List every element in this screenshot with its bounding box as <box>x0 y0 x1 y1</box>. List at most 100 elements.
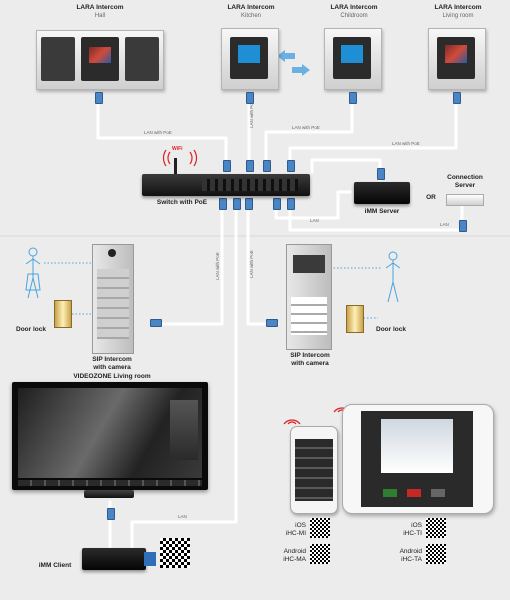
lara-hall-panel <box>36 30 164 90</box>
lara-childroom-panel <box>324 28 382 90</box>
videozone-title: VIDEOZONE Living room <box>73 373 151 380</box>
lan-plug <box>246 92 254 104</box>
tablet-android-app: iHC-TA <box>401 556 422 563</box>
lara-hall-room: Hall <box>94 13 106 19</box>
sip-right-label-line1: SIP Intercom <box>290 352 330 359</box>
tv-frame <box>12 382 208 490</box>
lara-kitchen-screen <box>238 45 260 63</box>
cable-label-lan-3: LAN <box>178 514 187 519</box>
sip-right-label: SIP Intercom with camera <box>280 352 340 368</box>
sip-camera-screen <box>293 255 325 273</box>
imm-server-label: iMM Server <box>364 208 400 215</box>
lara-livingroom-screen-bezel <box>437 37 475 79</box>
tv-screen <box>18 388 202 478</box>
lan-plug <box>150 319 162 327</box>
lan-plug <box>95 92 103 104</box>
wifi-indicator: WiFi <box>160 146 200 173</box>
tv-stand <box>84 490 134 498</box>
speaker-grille-left <box>41 37 75 81</box>
lan-plug <box>246 160 254 172</box>
sip-right-label-line2: with camera <box>291 360 329 367</box>
tablet <box>342 404 494 514</box>
tablet-android-label: Android iHC-TA <box>378 548 422 564</box>
lan-plug <box>223 160 231 172</box>
sip-left-label-line2: with camera <box>93 364 131 371</box>
door-lock-right-label: Door lock <box>376 326 406 333</box>
decline-icon <box>407 489 421 497</box>
connection-server-label-line2: Server <box>454 182 476 189</box>
cable-label-lan-poe-1: LAN with PoE <box>144 130 172 135</box>
door-lock-right-icon <box>346 305 364 333</box>
wifi-icon <box>162 149 198 167</box>
tv-menu-bar <box>18 480 202 486</box>
imm-client-label: iMM Client <box>38 562 72 569</box>
lan-plug <box>287 198 295 210</box>
cable-label-lan-poe-right: LAN with PoE <box>249 250 254 278</box>
or-label: OR <box>426 194 436 201</box>
keypad-grid <box>97 269 129 339</box>
sip-intercom-left <box>92 244 134 354</box>
cable-label-lan-poe-2: LAN with PoE <box>249 100 254 128</box>
phone-ios-os: iOS <box>295 522 306 529</box>
lara-hall-title: LARA Intercom <box>76 4 124 11</box>
tablet-screen <box>361 411 473 507</box>
lara-livingroom-label: LARA Intercom Living room <box>418 4 498 20</box>
lan-plug <box>219 198 227 210</box>
lara-livingroom-room: Living room <box>442 13 474 19</box>
phone-android-label: Android iHC-MA <box>262 548 306 564</box>
tablet-ios-app: iHC-TI <box>403 530 422 537</box>
speaker-grille-right <box>125 37 159 81</box>
camera-lens-icon <box>108 249 116 257</box>
cable-label-lan-poe-left: LAN with PoE <box>215 252 220 280</box>
door-lock-left-label: Door lock <box>16 326 46 333</box>
qr-code <box>426 544 446 564</box>
smartphone-screen <box>295 439 333 501</box>
sip-intercom-right <box>286 244 332 350</box>
answer-icon <box>383 489 397 497</box>
imm-server <box>354 182 410 204</box>
cable-label-lan-poe-3: LAN with PoE <box>292 125 320 130</box>
imm-client <box>82 548 146 570</box>
lara-childroom-screen-bezel <box>333 37 371 79</box>
lan-plug <box>245 198 253 210</box>
lan-plug <box>266 319 278 327</box>
person-icon <box>25 247 41 299</box>
sip-left-label-line1: SIP Intercom <box>92 356 132 363</box>
lara-kitchen-screen-bezel <box>230 37 268 79</box>
phone-ios-app: iHC-MI <box>285 530 306 537</box>
media-badge-icon <box>144 552 156 566</box>
lara-childroom-label: LARA Intercom Childroom <box>314 4 394 20</box>
cable-label-lan-1: LAN <box>310 218 319 223</box>
lan-plug <box>459 220 467 232</box>
lara-childroom-screen <box>341 45 363 63</box>
wifi-label: WiFi <box>172 146 183 152</box>
switch-antenna <box>174 158 177 178</box>
tv-side-panel <box>170 400 198 460</box>
lara-kitchen-title: LARA Intercom <box>227 4 275 11</box>
lara-kitchen-label: LARA Intercom Kitchen <box>211 4 291 20</box>
lara-livingroom-panel <box>428 28 486 90</box>
switch-label: Switch with PoE <box>156 199 208 206</box>
qr-code <box>426 518 446 538</box>
lara-kitchen-panel <box>221 28 279 90</box>
connection-server-label: Connection Server <box>440 174 490 190</box>
phone-android-os: Android <box>283 548 306 555</box>
qr-code <box>160 538 190 568</box>
poe-switch <box>142 174 310 196</box>
lan-plug <box>377 168 385 180</box>
cable-label-lan-2: LAN <box>440 222 449 227</box>
lara-livingroom-screen <box>445 45 467 63</box>
person-icon <box>385 251 401 303</box>
connection-server <box>446 194 484 206</box>
switch-ports <box>202 179 298 191</box>
lan-plug <box>349 92 357 104</box>
wifi-icon <box>283 419 301 425</box>
qr-code <box>310 544 330 564</box>
lan-plug <box>287 160 295 172</box>
connection-server-label-line1: Connection <box>447 174 483 181</box>
lara-childroom-title: LARA Intercom <box>330 4 378 11</box>
tablet-ios-label: iOS iHC-TI <box>378 522 422 538</box>
lara-kitchen-room: Kitchen <box>240 13 261 19</box>
lan-plug <box>263 160 271 172</box>
